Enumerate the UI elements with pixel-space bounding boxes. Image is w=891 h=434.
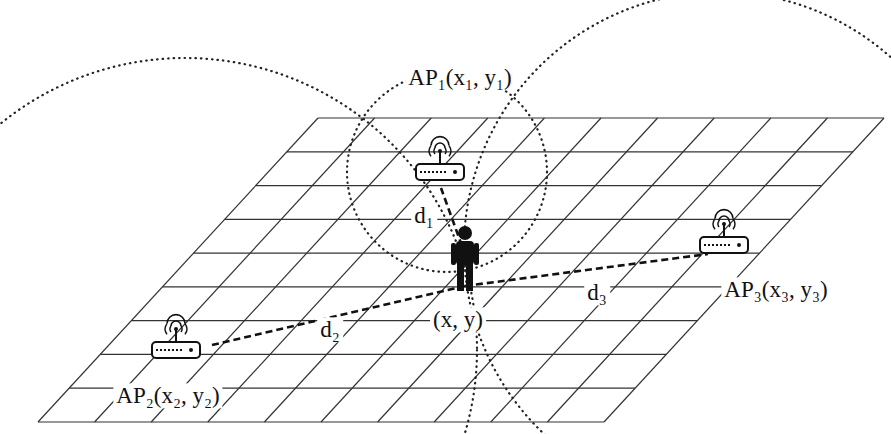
person-figure: [451, 226, 479, 291]
floor-grid: [38, 118, 884, 422]
distance-label: d₃: [584, 280, 610, 305]
coordinate-label: (x, y): [430, 307, 486, 332]
distance-lines: [212, 188, 708, 345]
coordinate-label: AP₃(x₃, y₃): [721, 277, 830, 302]
distance-label: d₂: [317, 317, 343, 342]
distance-label: d₁: [411, 203, 437, 228]
coordinate-label: AP₁(x₁, y₁): [405, 65, 514, 90]
distance-line: [212, 286, 465, 345]
range-circle: [0, 58, 477, 434]
router-icon: [152, 315, 200, 358]
router-icon: [700, 210, 748, 253]
coordinate-label: AP₂(x₂, y₂): [113, 383, 222, 408]
range-circle: [464, 0, 891, 434]
router-icon: [416, 137, 464, 180]
range-circle: [347, 72, 547, 272]
distance-line: [441, 188, 462, 246]
